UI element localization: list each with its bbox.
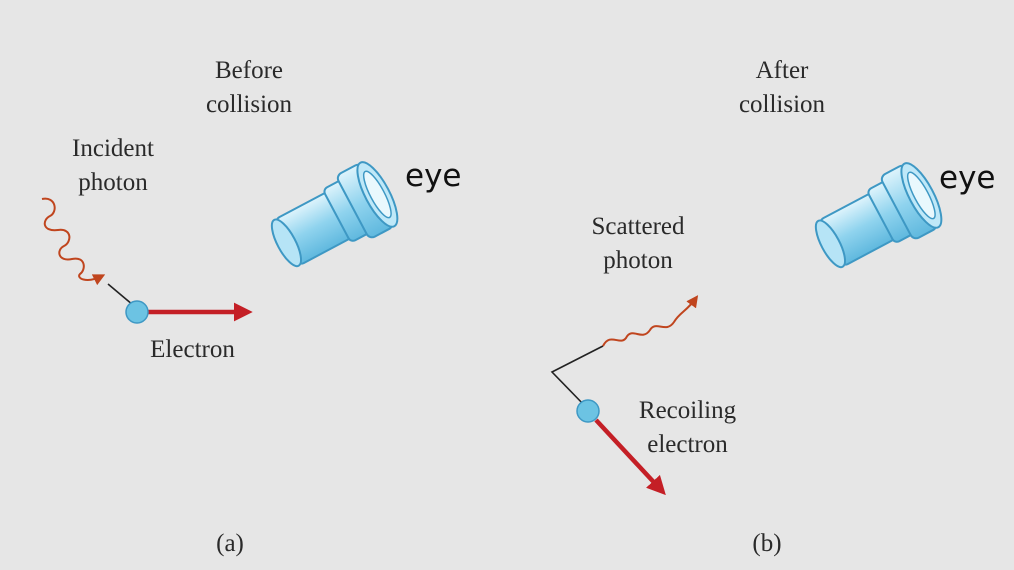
scatter-path — [550, 345, 604, 408]
recoil-electron-dot — [576, 399, 600, 423]
before-collision-heading: Before collision — [205, 57, 293, 118]
eye-label: eye — [939, 160, 996, 196]
scattered-photon-wave — [602, 295, 699, 347]
scattered-photon-label: Scattered photon — [591, 213, 685, 274]
incident-photon-wave — [41, 197, 106, 286]
incident-photon-path — [107, 283, 134, 306]
caption-a: (a) — [216, 530, 244, 557]
detector-icon — [804, 157, 950, 281]
electron-dot — [125, 300, 149, 324]
incident-photon-label: Incident photon — [72, 135, 154, 196]
eye-label: eye — [405, 158, 462, 194]
electron-label: Electron — [150, 336, 235, 363]
recoil-electron-arrow — [594, 418, 666, 496]
after-collision-heading: After collision — [738, 57, 826, 118]
caption-b: (b) — [752, 530, 782, 557]
recoiling-electron-label: Recoiling electron — [638, 397, 737, 458]
detector-icon — [260, 156, 406, 280]
